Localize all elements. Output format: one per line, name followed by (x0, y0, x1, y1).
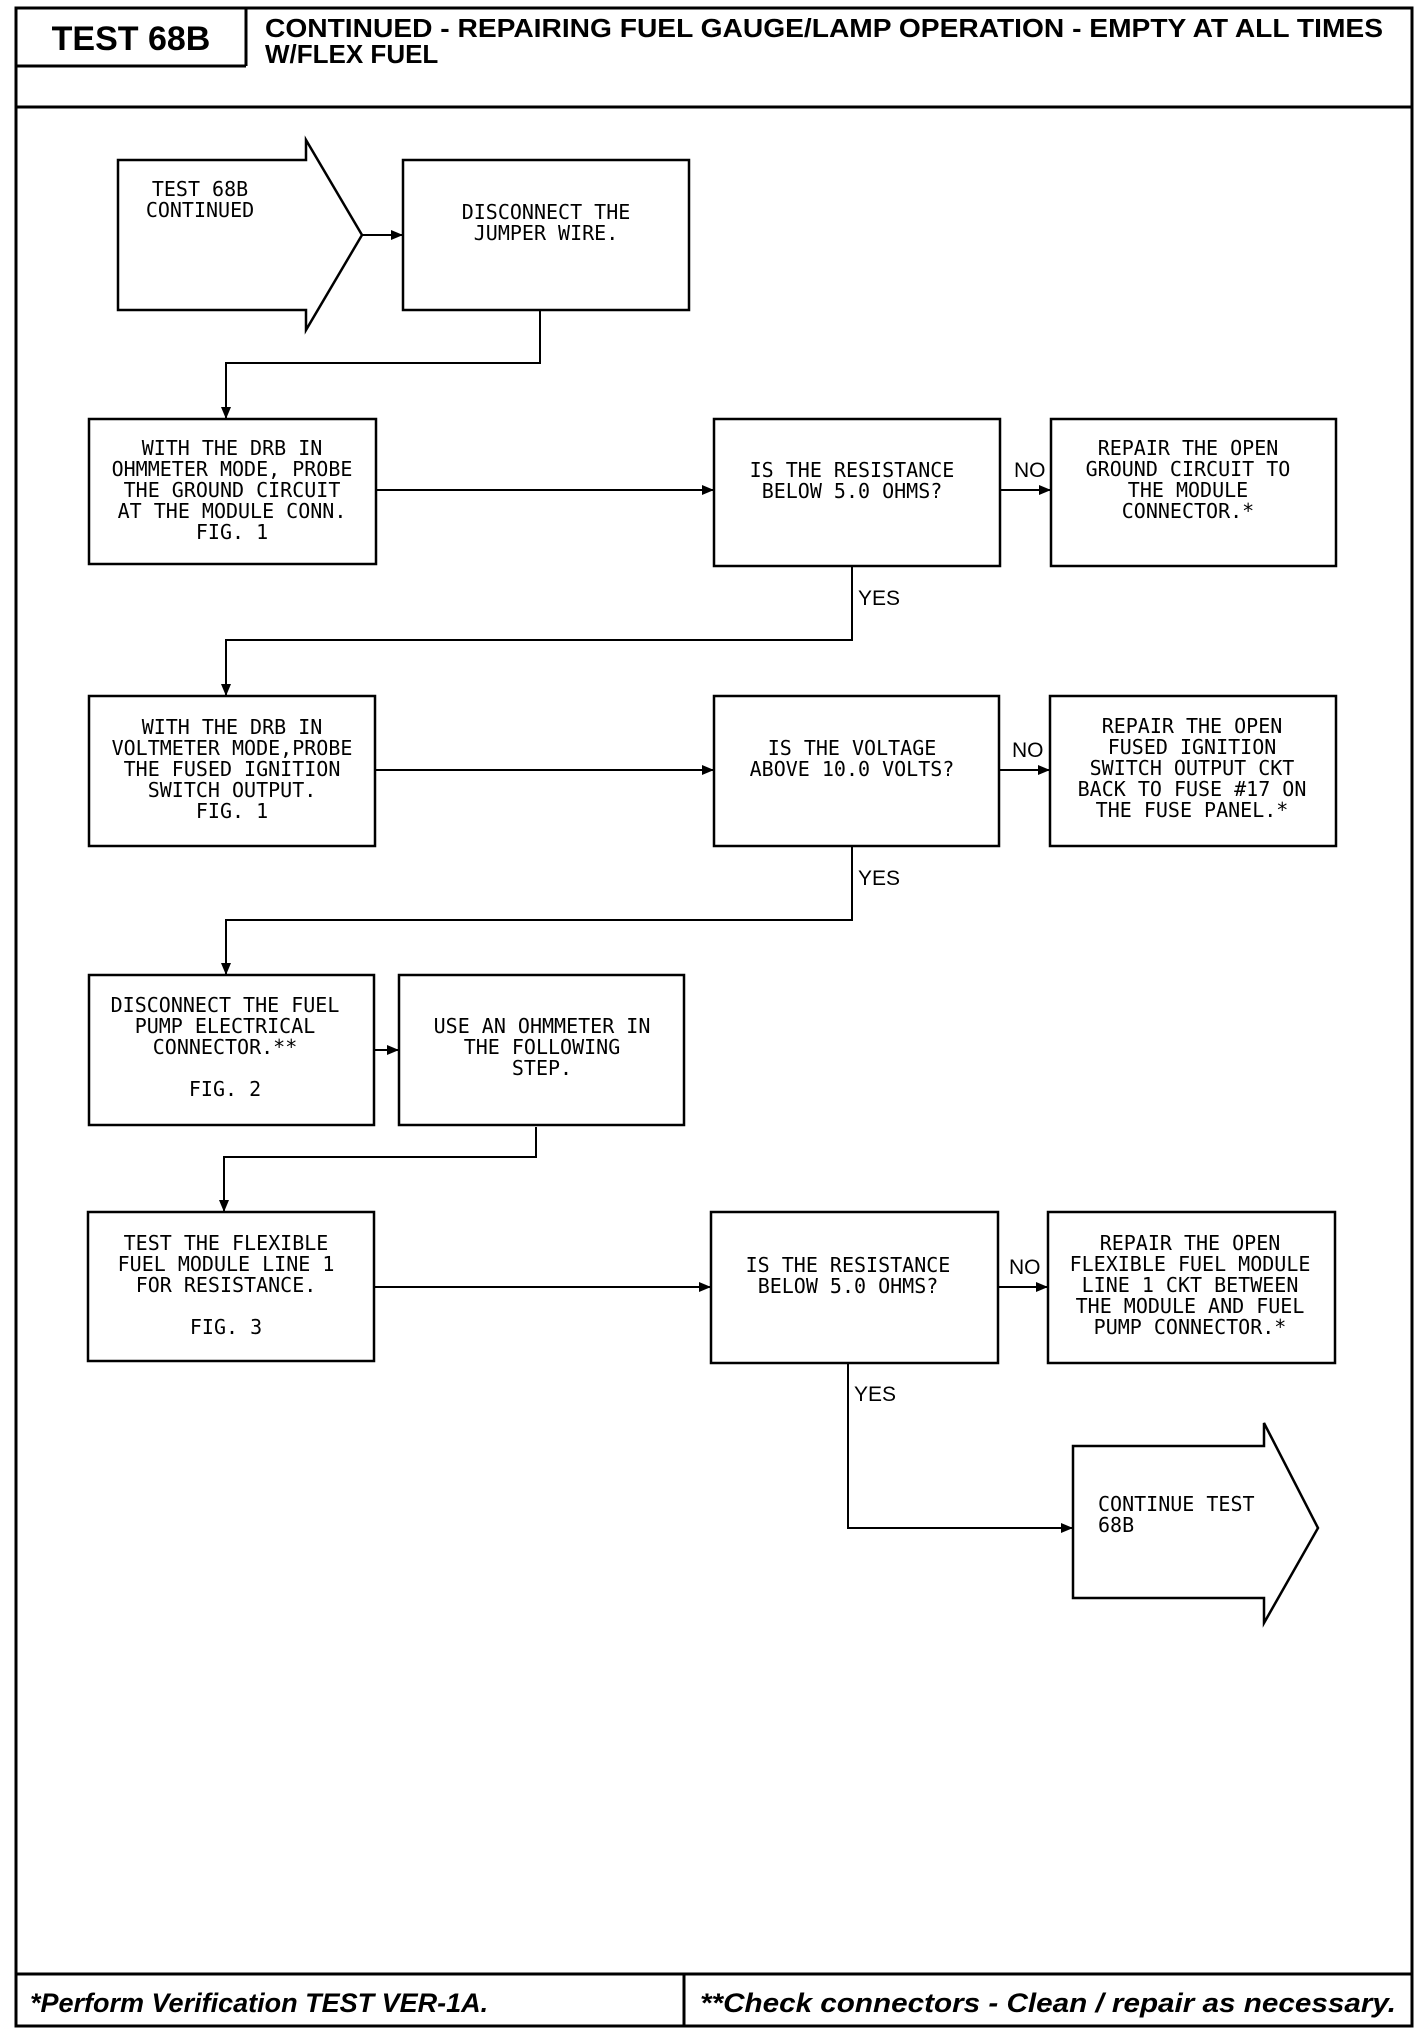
node-text-line: WITH THE DRB IN (142, 715, 323, 739)
node-text-line: FIG. 3 (190, 1315, 262, 1339)
node-text-line: THE GROUND CIRCUIT (124, 478, 341, 502)
node-text-line: FLEXIBLE FUEL MODULE (1070, 1252, 1311, 1276)
node-text-line: VOLTMETER MODE,PROBE (112, 736, 353, 760)
edge-label-question-1-no: NO (1014, 459, 1046, 482)
edge-label-question-1-yes: YES (858, 587, 900, 610)
node-text-line: THE FUSED IGNITION (124, 757, 341, 781)
node-text-line: CONNECTOR.* (1122, 499, 1254, 523)
node-text-line: STEP. (512, 1056, 572, 1080)
node-text-line: 68B (1098, 1513, 1134, 1537)
node-text-line: BACK TO FUSE #17 ON (1078, 777, 1307, 801)
node-text-line: THE MODULE (1128, 478, 1248, 502)
node-text-line: TEST THE FLEXIBLE (124, 1231, 329, 1255)
node-text-line: THE MODULE AND FUEL (1076, 1294, 1305, 1318)
edge-label-question-3-no: NO (1009, 1256, 1041, 1279)
node-text-line: FIG. 1 (196, 799, 268, 823)
node-text-line: REPAIR THE OPEN (1100, 1231, 1281, 1255)
node-text-line: AT THE MODULE CONN. (118, 499, 347, 523)
edge-question-2-yes (221, 846, 853, 975)
page-title-line-1: CONTINUED - REPAIRING FUEL GAUGE/LAMP OP… (265, 13, 1383, 43)
edge-label-question-2-no: NO (1012, 739, 1044, 762)
edge-question-3-yes (847, 1363, 1073, 1533)
node-text-line: DISCONNECT THE (462, 200, 631, 224)
node-text-line: USE AN OHMMETER IN (434, 1014, 651, 1038)
node-text-line: CONNECTOR.** (153, 1035, 298, 1059)
node-text-line: FUEL MODULE LINE 1 (118, 1252, 335, 1276)
connectors (219, 230, 1073, 1533)
node-text-line: SWITCH OUTPUT CKT (1090, 756, 1295, 780)
node-text-line: THE FUSE PANEL.* (1096, 798, 1289, 822)
test-id: TEST 68B (52, 20, 211, 58)
node-text-line: CONTINUE TEST (1098, 1492, 1255, 1516)
edge-question-1-yes (221, 566, 853, 696)
node-text-line: REPAIR THE OPEN (1098, 436, 1279, 460)
node-text-line: IS THE VOLTAGE (768, 736, 937, 760)
node-text-line: REPAIR THE OPEN (1102, 714, 1283, 738)
node-text-line: FIG. 1 (196, 520, 268, 544)
node-text-line: BELOW 5.0 OHMS? (758, 1274, 939, 1298)
node-text-line: IS THE RESISTANCE (750, 458, 955, 482)
node-text-line: ABOVE 10.0 VOLTS? (750, 757, 955, 781)
page-title-line-2: W/FLEX FUEL (265, 39, 438, 69)
footer-verification-note: *Perform Verification TEST VER-1A. (30, 1988, 488, 2018)
node-text-line: FUSED IGNITION (1108, 735, 1277, 759)
node-text-line: FIG. 2 (189, 1077, 261, 1101)
edge-label-question-3-yes: YES (854, 1383, 896, 1406)
node-text-line: OHMMETER MODE, PROBE (112, 457, 353, 481)
node-text-line: IS THE RESISTANCE (746, 1253, 951, 1277)
edge-label-question-2-yes: YES (858, 867, 900, 890)
node-text-line: PUMP CONNECTOR.* (1094, 1315, 1287, 1339)
node-text-line: CONTINUED (146, 198, 254, 222)
node-text-line: BELOW 5.0 OHMS? (762, 479, 943, 503)
node-text-line: THE FOLLOWING (464, 1035, 621, 1059)
node-text-line: PUMP ELECTRICAL (135, 1014, 316, 1038)
node-text-line: GROUND CIRCUIT TO (1086, 457, 1291, 481)
node-text-line: WITH THE DRB IN (142, 436, 323, 460)
edge-use-ohmmeter-to-test-line-1 (219, 1127, 537, 1212)
node-text-line: SWITCH OUTPUT. (148, 778, 317, 802)
edge-disconnect-jumper-to-ohm-probe (221, 310, 541, 419)
node-text-line: JUMPER WIRE. (474, 221, 619, 245)
node-text-line: TEST 68B (152, 177, 248, 201)
page-frame (14, 6, 1414, 2028)
node-text-line: FOR RESISTANCE. (136, 1273, 317, 1297)
node-text-line: DISCONNECT THE FUEL (111, 993, 340, 1017)
footer-connector-note: **Check connectors - Clean / repair as n… (700, 1988, 1396, 2018)
node-text-line: LINE 1 CKT BETWEEN (1082, 1273, 1299, 1297)
